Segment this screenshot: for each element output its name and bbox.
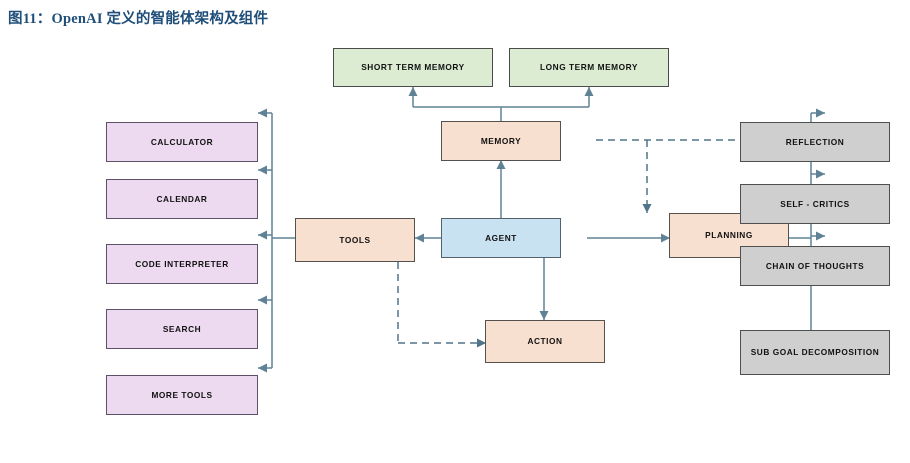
node-label: SEARCH [162, 323, 202, 334]
node-sub-goal-decomposition[interactable]: SUB GOAL DECOMPOSITION [740, 330, 890, 375]
figure-title: 图11：OpenAI 定义的智能体架构及组件 [8, 11, 269, 27]
node-code-interpreter[interactable]: CODE INTERPRETER [106, 244, 258, 284]
node-chain-of-thoughts[interactable]: CHAIN OF THOUGHTS [740, 246, 890, 286]
node-long-term-memory[interactable]: LONG TERM MEMORY [509, 48, 669, 87]
node-label: MORE TOOLS [151, 389, 213, 400]
node-label: SELF - CRITICS [780, 198, 850, 209]
node-label: SHORT TERM MEMORY [361, 62, 465, 73]
node-label: SUB GOAL DECOMPOSITION [750, 347, 880, 358]
node-label: ACTION [527, 336, 563, 347]
node-more-tools[interactable]: MORE TOOLS [106, 375, 258, 415]
node-self-critics[interactable]: SELF - CRITICS [740, 184, 890, 224]
node-tools[interactable]: TOOLS [295, 218, 415, 262]
node-label: CHAIN OF THOUGHTS [765, 260, 865, 271]
node-label: PLANNING [705, 230, 753, 241]
node-reflection[interactable]: REFLECTION [740, 122, 890, 162]
node-label: CODE INTERPRETER [135, 258, 229, 269]
node-label: AGENT [485, 232, 517, 243]
node-action[interactable]: ACTION [485, 320, 605, 363]
node-short-term-memory[interactable]: SHORT TERM MEMORY [333, 48, 493, 87]
node-label: MEMORY [480, 135, 522, 146]
node-label: CALENDAR [156, 193, 208, 204]
node-calendar[interactable]: CALENDAR [106, 179, 258, 219]
node-label: CALCULATOR [150, 136, 214, 147]
node-label: TOOLS [339, 234, 371, 245]
node-label: REFLECTION [785, 136, 845, 147]
node-calculator[interactable]: CALCULATOR [106, 122, 258, 162]
node-label: LONG TERM MEMORY [540, 62, 638, 73]
diagram-canvas: SHORT TERM MEMORY LONG TERM MEMORY MEMOR… [95, 27, 910, 431]
node-search[interactable]: SEARCH [106, 309, 258, 349]
node-agent[interactable]: AGENT [441, 218, 561, 258]
node-memory[interactable]: MEMORY [441, 121, 561, 161]
